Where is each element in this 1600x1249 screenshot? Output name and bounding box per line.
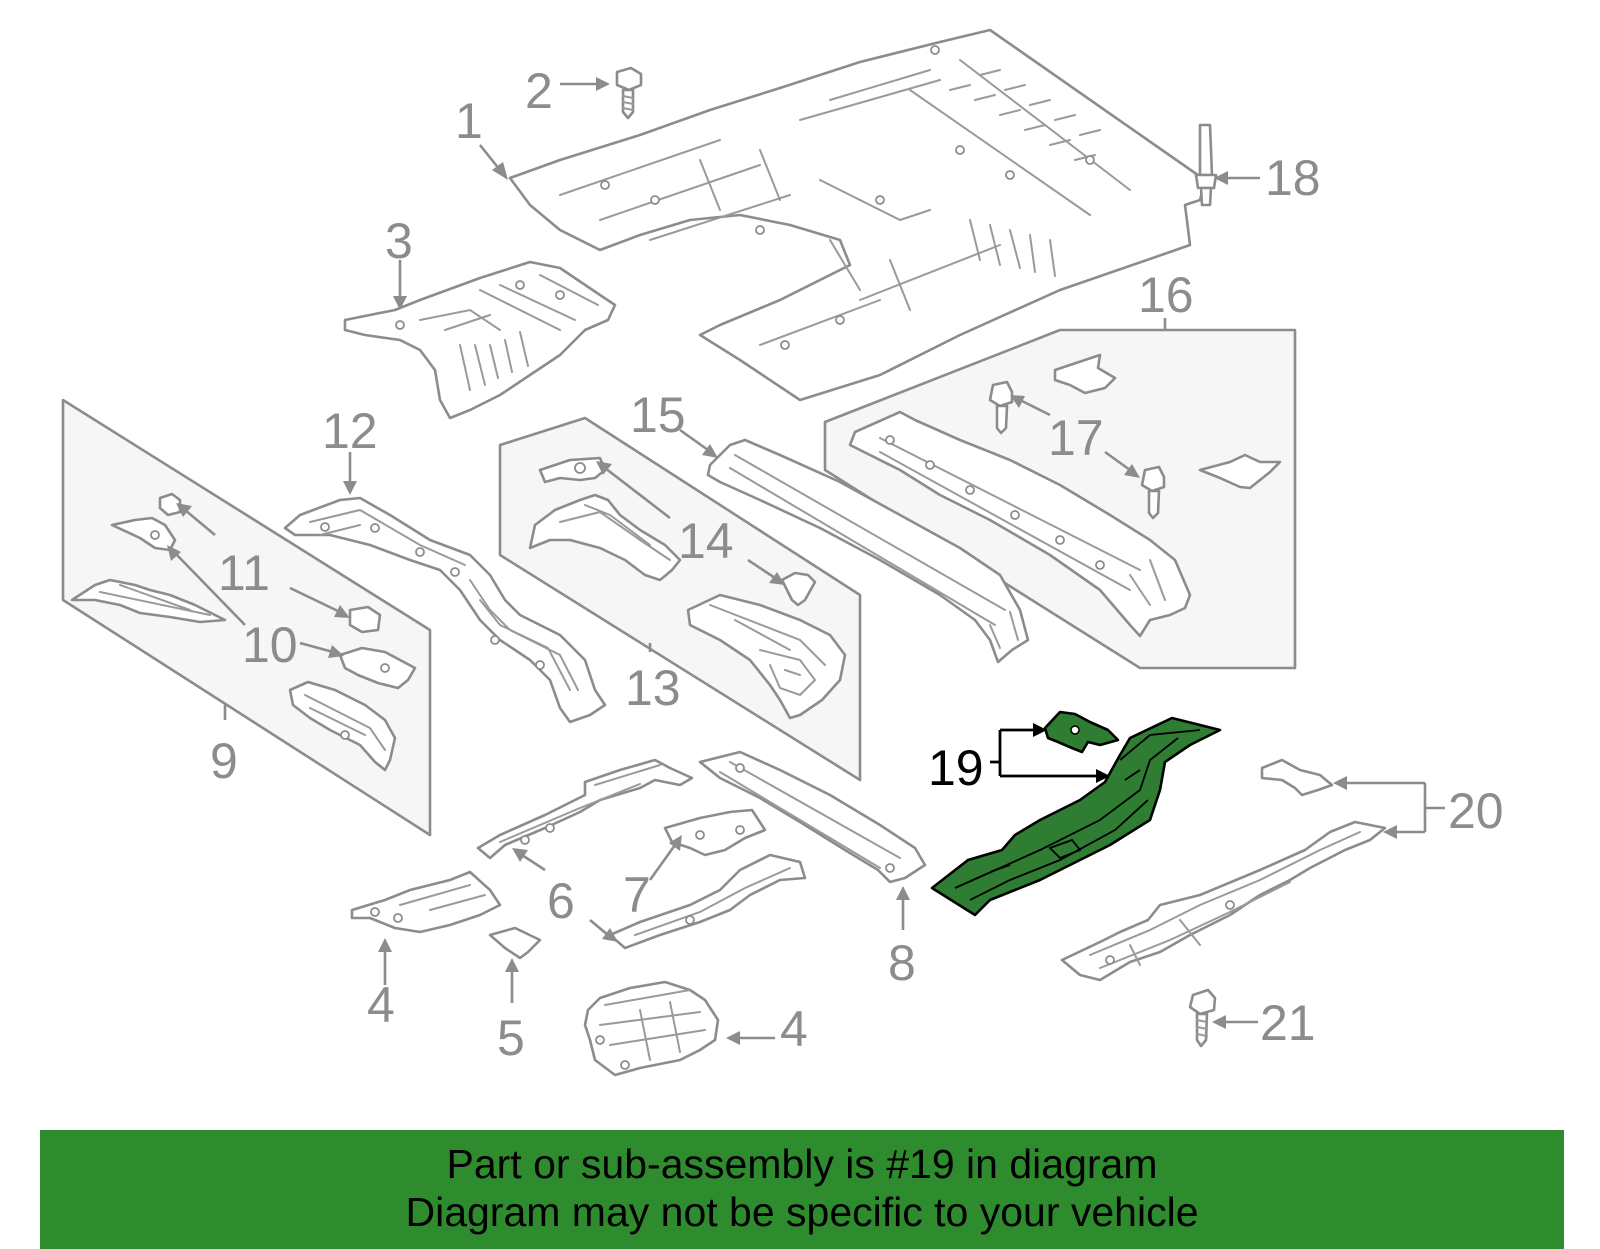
part-18-stud[interactable]	[1194, 123, 1218, 207]
part-17-bolt-lower[interactable]	[1140, 465, 1166, 520]
banner-line-2: Diagram may not be specific to your vehi…	[405, 1189, 1199, 1235]
part-4-bracket-upper[interactable]	[350, 870, 502, 934]
part-19-highlighted-member[interactable]	[930, 716, 1222, 917]
part-19-bracket-small[interactable]	[1043, 710, 1120, 754]
part-4-bracket-lower[interactable]	[583, 980, 720, 1077]
part-15-rail[interactable]	[706, 438, 1030, 664]
callout-11: 11	[218, 545, 270, 601]
callout-4-upper: 4	[367, 977, 395, 1033]
part-13-member[interactable]	[686, 593, 847, 720]
callout-labels: 1 2 3 18 16 12 15 17 14 11 10 13 9 20 6 …	[210, 63, 1504, 1066]
part-14-cup[interactable]	[780, 571, 817, 607]
callout-10: 10	[242, 617, 298, 673]
part-9-reinforcement[interactable]	[70, 578, 227, 624]
callout-13: 13	[625, 660, 681, 716]
callout-21: 21	[1260, 995, 1316, 1051]
part-20-bracket[interactable]	[1260, 758, 1334, 797]
info-banner: Part or sub-assembly is #19 in diagram D…	[40, 1130, 1564, 1249]
callout-2: 2	[525, 63, 553, 119]
part-3-front-floor[interactable]	[343, 260, 617, 420]
part-10-plate-lower[interactable]	[338, 646, 417, 690]
part-2-bolt[interactable]	[615, 66, 643, 120]
callout-1: 1	[455, 93, 483, 149]
callout-5: 5	[497, 1010, 525, 1066]
callout-3: 3	[385, 213, 413, 269]
callout-14: 14	[678, 513, 734, 569]
leader-19	[990, 723, 1110, 783]
part-7-plate[interactable]	[663, 808, 767, 857]
part-9-bracket[interactable]	[288, 680, 397, 772]
part-6-member-lower[interactable]	[608, 853, 807, 950]
callout-15: 15	[630, 387, 686, 443]
banner-line-1: Part or sub-assembly is #19 in diagram	[446, 1141, 1158, 1187]
part-14-bracket[interactable]	[528, 493, 682, 582]
part-11-clip-lower[interactable]	[348, 605, 382, 634]
part-17-bolt-upper[interactable]	[988, 380, 1014, 435]
callout-17: 17	[1048, 410, 1104, 466]
part-1-floor-pan[interactable]	[508, 28, 1207, 402]
part-14-plate-upper[interactable]	[538, 456, 607, 484]
callout-7: 7	[623, 867, 651, 923]
part-6-member-upper[interactable]	[476, 758, 694, 860]
part-16-bracket-top[interactable]	[1053, 353, 1117, 395]
part-5-plate[interactable]	[488, 926, 542, 960]
part-16-rear-side-member[interactable]	[848, 410, 1192, 638]
callout-8: 8	[888, 935, 916, 991]
part-20-cross-member[interactable]	[1060, 820, 1387, 982]
callout-6: 6	[547, 873, 575, 929]
part-10-plate-upper[interactable]	[110, 516, 177, 552]
callout-19: 19	[928, 740, 984, 796]
part-16-bracket-right[interactable]	[1198, 453, 1282, 490]
callout-18: 18	[1265, 150, 1321, 206]
part-12-side-member[interactable]	[283, 496, 607, 724]
part-8-cross-member[interactable]	[698, 750, 927, 884]
callout-16: 16	[1138, 267, 1194, 323]
part-21-bolt[interactable]	[1188, 988, 1217, 1048]
part-11-clip-upper[interactable]	[158, 492, 182, 517]
callout-12: 12	[322, 403, 378, 459]
callout-9: 9	[210, 733, 238, 789]
leader-lines	[167, 77, 1445, 1045]
callout-20: 20	[1448, 783, 1504, 839]
callout-4-lower: 4	[780, 1001, 808, 1057]
